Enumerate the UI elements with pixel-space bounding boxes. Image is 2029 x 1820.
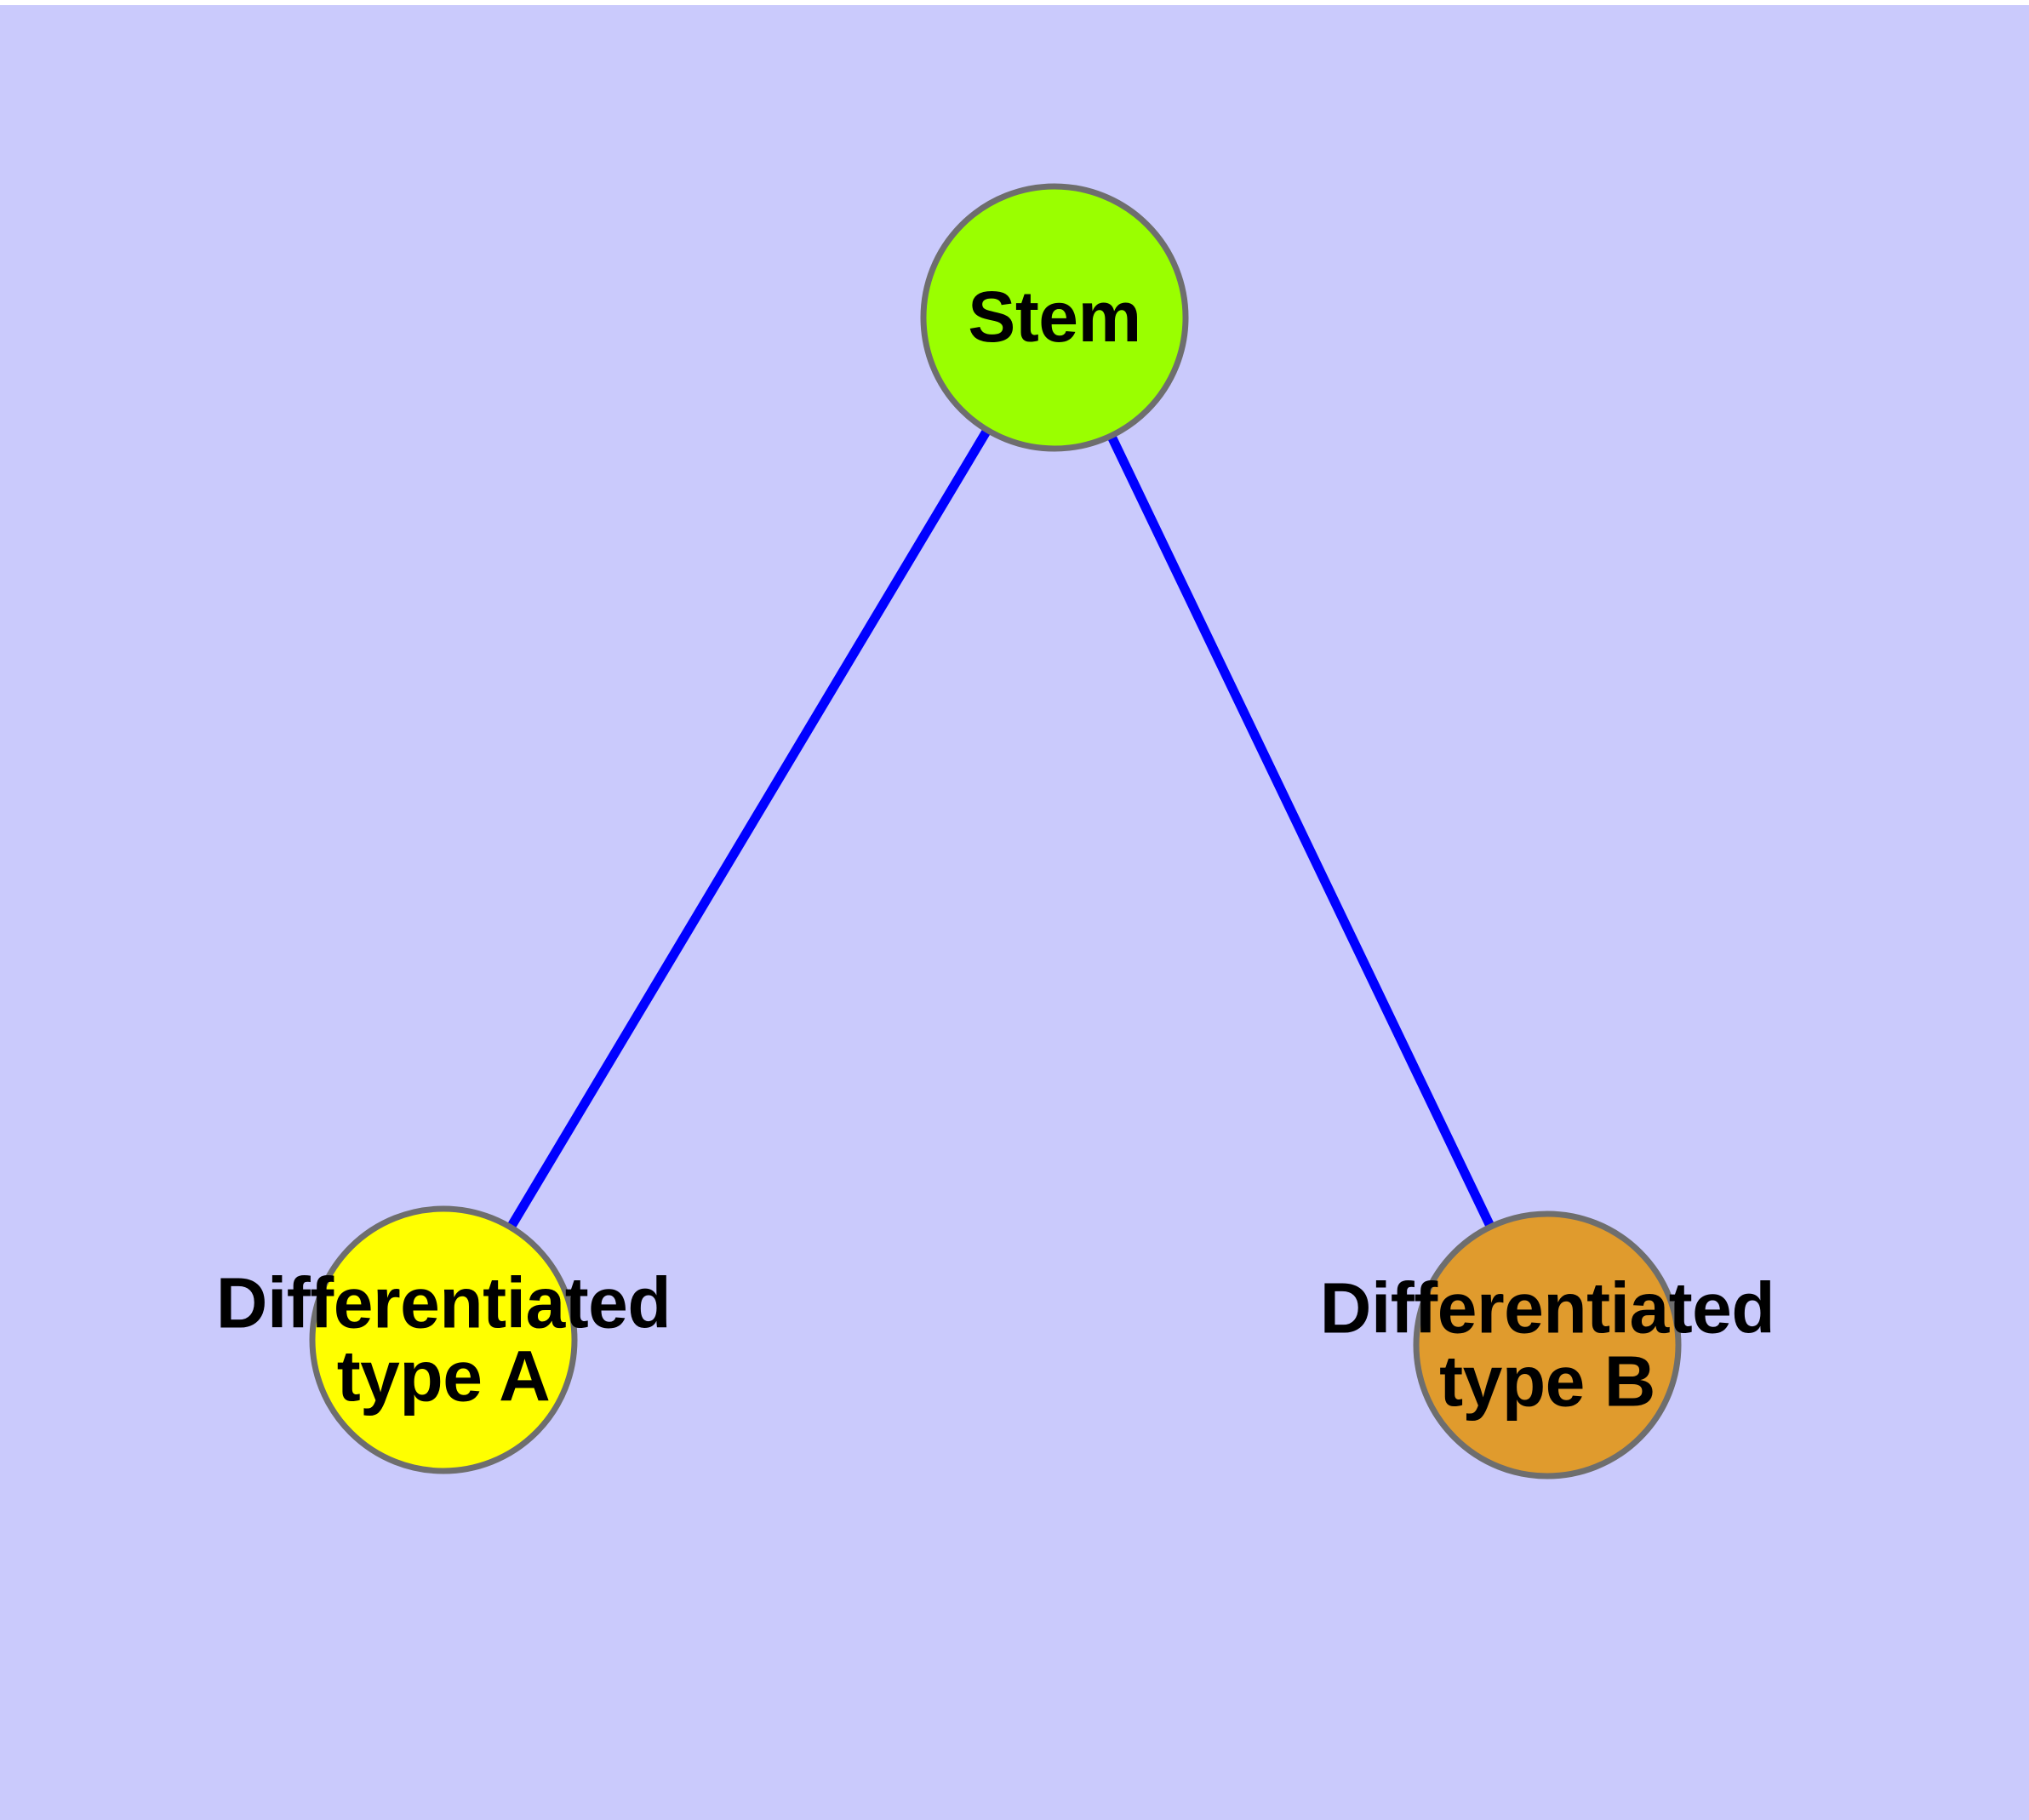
edges-group (439, 315, 1552, 1348)
graph-node-stem[interactable] (920, 183, 1189, 452)
nodes-group (309, 183, 1682, 1479)
graph-edge (1050, 315, 1552, 1348)
graph-svg (309, 183, 1682, 1479)
graph-node-diff_a[interactable] (309, 1205, 578, 1474)
graph-node-diff_b[interactable] (1413, 1210, 1682, 1479)
graph-edge (439, 315, 1059, 1342)
